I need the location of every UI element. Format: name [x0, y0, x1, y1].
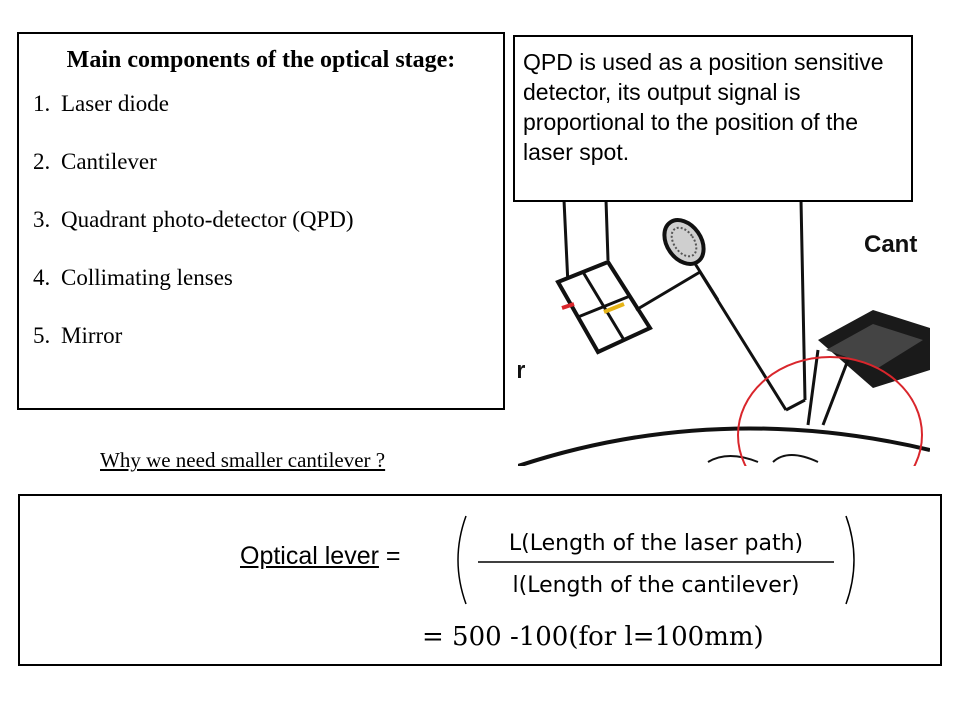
list-item: 2. Cantilever — [33, 148, 489, 176]
list-item: 1. Laser diode — [33, 90, 489, 118]
item-number: 1. — [33, 91, 51, 116]
formula-fraction: L(Length of the laser path) l(Length of … — [457, 515, 855, 605]
list-item: 5. Mirror — [33, 322, 489, 350]
right-paren — [845, 515, 855, 605]
highlight-circle — [737, 356, 923, 466]
formula-label: Optical lever = — [240, 542, 401, 571]
item-label: Quadrant photo-detector (QPD) — [61, 207, 354, 232]
cantilever-holder — [806, 310, 930, 426]
components-panel: Main components of the optical stage: 1.… — [17, 32, 505, 410]
question-text: Why we need smaller cantilever ? — [100, 448, 386, 472]
numerator: L(Length of the laser path) — [509, 531, 803, 556]
optical-stage-diagram: Cant r — [518, 200, 930, 466]
item-label: Mirror — [61, 323, 123, 348]
item-number: 4. — [33, 265, 51, 290]
components-heading: Main components of the optical stage: — [66, 47, 456, 73]
list-item: 3. Quadrant photo-detector (QPD) — [33, 206, 489, 234]
sample-surface — [518, 426, 930, 466]
partial-label-cant: Cant — [864, 231, 917, 258]
collimating-lens — [662, 218, 720, 301]
qpd-note-text: QPD is used as a position sensitive dete… — [523, 49, 884, 165]
list-item: 4. Collimating lenses — [33, 264, 489, 292]
item-label: Laser diode — [61, 91, 169, 116]
vertical-post — [562, 200, 807, 401]
components-list: 1. Laser diode 2. Cantilever 3. Quadrant ph… — [33, 90, 489, 350]
qpd-plate — [555, 259, 653, 355]
denominator: l(Length of the cantilever) — [513, 573, 800, 598]
optical-lever-label: Optical lever — [240, 542, 379, 570]
item-number: 3. — [33, 207, 51, 232]
item-number: 2. — [33, 149, 51, 174]
formula-box: Optical lever = L(Length of the laser pa… — [18, 494, 942, 666]
formula-result: = 500 -100(for l=100mm) — [422, 622, 764, 652]
qpd-note-box: QPD is used as a position sensitive dete… — [513, 35, 913, 202]
partial-label-r: r — [518, 357, 525, 384]
item-label: Cantilever — [61, 149, 157, 174]
item-number: 5. — [33, 323, 51, 348]
left-paren — [457, 515, 467, 605]
item-label: Collimating lenses — [61, 265, 233, 290]
laser-beam — [635, 270, 806, 412]
equals-sign: = — [378, 542, 401, 570]
